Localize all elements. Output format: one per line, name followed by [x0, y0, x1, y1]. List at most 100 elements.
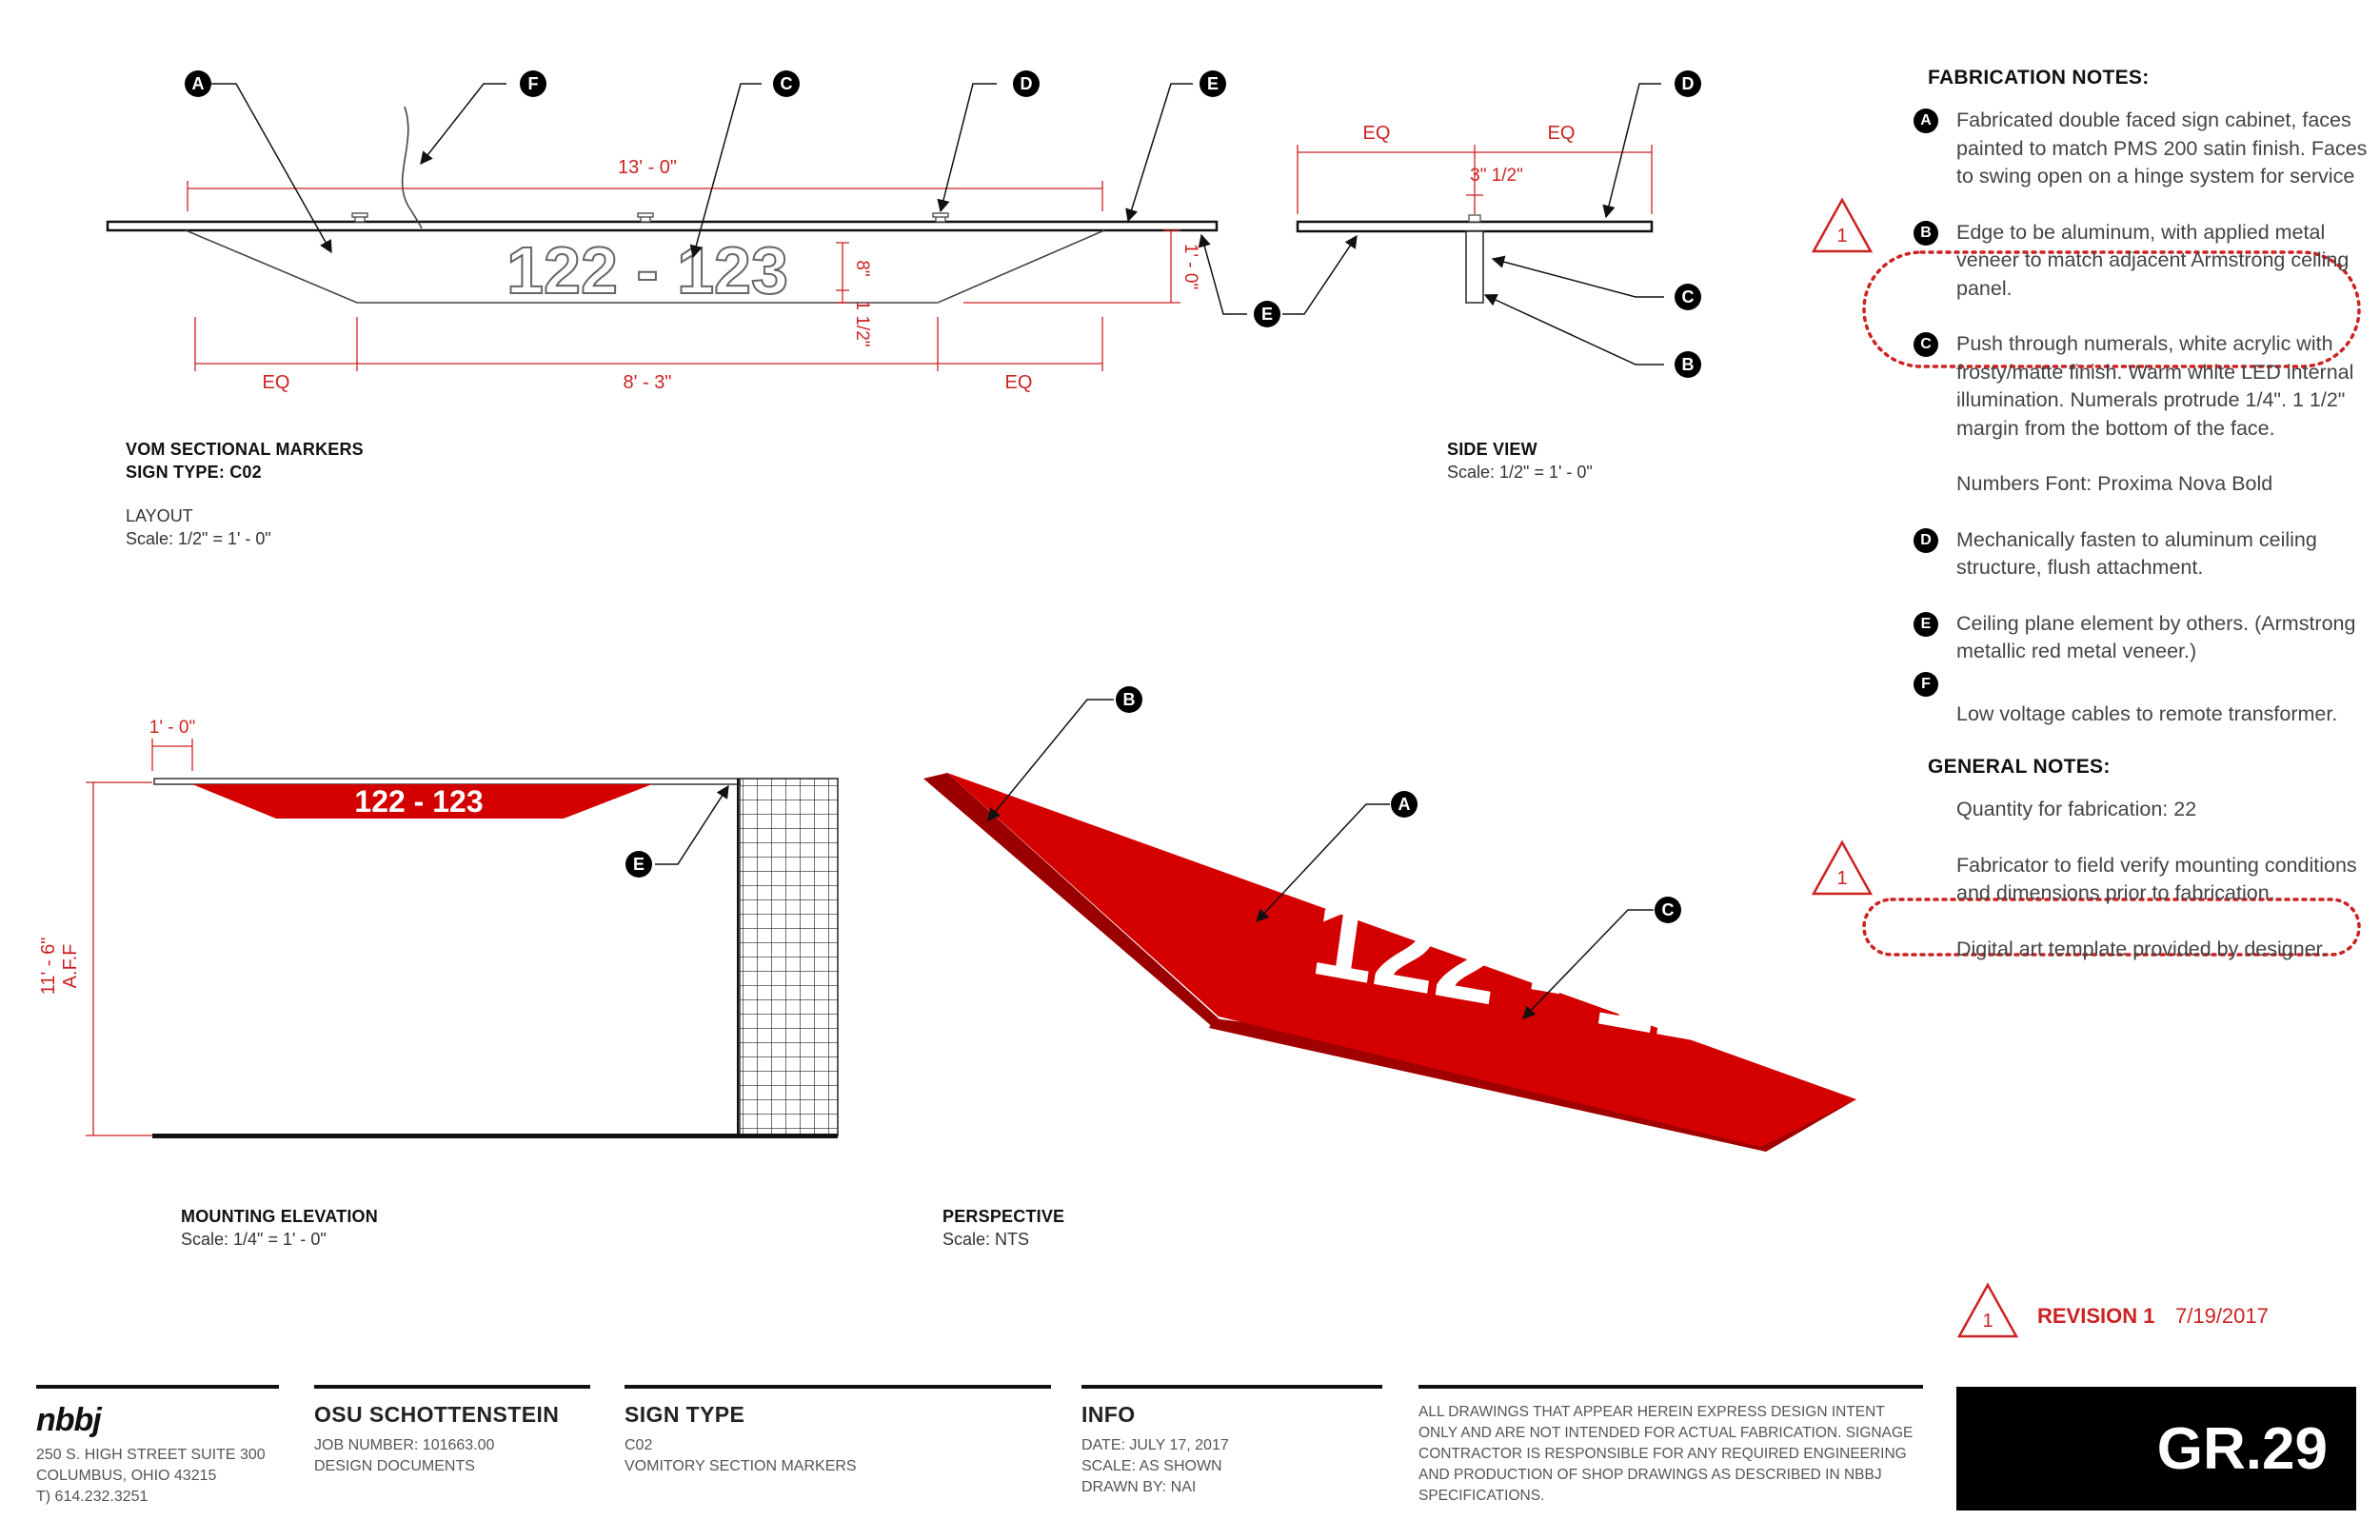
sign-type-title: SIGN TYPE — [625, 1402, 745, 1427]
disclaimer-3: CONTRACTOR IS RESPONSIBLE FOR ANY REQUIR… — [1418, 1446, 1907, 1462]
firm-address-1: 250 S. HIGH STREET SUITE 300 — [36, 1447, 266, 1463]
side-view-title: SIDE VIEW — [1447, 440, 1537, 459]
note-b-bubble: B — [1914, 220, 1938, 246]
layout-label: LAYOUT — [126, 506, 193, 525]
svg-text:B: B — [1682, 355, 1695, 374]
layout-fasteners — [351, 212, 949, 223]
svg-text:D: D — [1021, 74, 1033, 93]
note-font: Numbers Font: Proxima Nova Bold — [1956, 472, 2273, 495]
persp-sign-face — [947, 773, 1856, 1147]
perspective: 122 - 123 — [923, 699, 1856, 1152]
dim-eq-right: EQ — [1005, 372, 1033, 393]
layout-sign-outline — [185, 229, 1105, 304]
dim-height: 1' - 0" — [1180, 244, 1200, 289]
layout-cable — [401, 106, 423, 229]
svg-text:1: 1 — [1836, 868, 1847, 889]
delta-fab — [1811, 197, 1874, 253]
svg-text:1: 1 — [1982, 1311, 1993, 1332]
revision-marks: 1 1 1 — [1811, 197, 2361, 1338]
dim-eq-left: EQ — [263, 372, 290, 393]
side-eq-left: EQ — [1363, 123, 1391, 144]
persp-sign-edge — [923, 773, 1219, 1028]
svg-text:A: A — [1398, 795, 1411, 814]
revision-cloud-qty — [1862, 898, 2361, 957]
disclaimer-4: AND PRODUCTION OF SHOP DRAWINGS AS DESCR… — [1418, 1467, 1882, 1483]
side-dims — [1297, 145, 1653, 214]
elev-dims — [86, 739, 193, 1136]
dim-overall-label: 13' - 0" — [618, 157, 677, 178]
layout-numerals: 122 - 123 — [506, 233, 788, 307]
svg-text:1: 1 — [1836, 226, 1847, 247]
elev-dim-height: 11' - 6" — [38, 938, 59, 996]
callout-b-side: B — [1675, 351, 1701, 378]
fabrication-notes-heading: FABRICATION NOTES: — [1928, 67, 2150, 89]
footer-info: INFO DATE: JULY 17, 2017 SCALE: AS SHOWN… — [1081, 1385, 1382, 1498]
disclaimer-1: ALL DRAWINGS THAT APPEAR HEREIN EXPRESS … — [1418, 1404, 1885, 1420]
elevation-title: MOUNTING ELEVATION — [181, 1207, 378, 1226]
footer-sign-type: SIGN TYPE C02 VOMITORY SECTION MARKERS — [625, 1385, 1051, 1477]
layout-view: 122 - 123 13' - 0" EQ 8' - 3" EQ — [106, 83, 1247, 393]
dim-bottom-chain — [194, 317, 1103, 371]
svg-text:A: A — [192, 74, 205, 93]
svg-text:E: E — [1261, 305, 1273, 324]
general-note-template: Digital art template provided by designe… — [1956, 937, 2328, 960]
layout-scale: Scale: 1/2" = 1' - 0" — [126, 529, 271, 548]
svg-text:E: E — [633, 855, 645, 874]
mounting-elevation: 122 - 123 1' - 0" 11' - 6" A.F.F — [38, 718, 839, 1138]
firm-phone: T) 614.232.3251 — [36, 1489, 149, 1505]
dim-numeral-height: 8" — [852, 260, 872, 276]
revision-date: 7/19/2017 — [2175, 1304, 2269, 1328]
svg-text:D: D — [1682, 74, 1695, 93]
svg-text:F: F — [528, 74, 539, 93]
callout-e-mid: E — [1254, 301, 1280, 327]
side-eq-right: EQ — [1548, 123, 1576, 144]
sign-type-code: C02 — [625, 1437, 653, 1453]
sheet-number-box: GR.29 — [1956, 1387, 2356, 1510]
dim-vertical — [836, 229, 1180, 304]
delta-general — [1811, 839, 1874, 896]
dim-center-label: 8' - 3" — [624, 372, 672, 393]
info-title: INFO — [1081, 1402, 1136, 1427]
svg-text:C: C — [781, 74, 793, 93]
callout-c-side: C — [1675, 284, 1701, 310]
revision-label: REVISION 1 — [2037, 1304, 2155, 1328]
svg-text:E: E — [1207, 74, 1219, 93]
elev-dim-aff: A.F.F — [60, 944, 81, 989]
elev-sign — [192, 784, 652, 819]
note-e-bubble: E — [1914, 611, 1938, 637]
note-a-bubble: A — [1914, 109, 1938, 133]
callout-c-persp: C — [1655, 897, 1681, 923]
svg-text:C: C — [1682, 287, 1695, 306]
side-cabinet — [1465, 230, 1484, 304]
elev-dim-top: 1' - 0" — [149, 718, 195, 738]
callout-b-persp: B — [1116, 686, 1142, 713]
note-f-bubble: F — [1914, 671, 1938, 697]
elev-numerals: 122 - 123 — [354, 784, 483, 819]
note-c-bubble: C — [1914, 332, 1938, 357]
side-leaders — [1282, 83, 1664, 365]
persp-leaders — [987, 699, 1654, 1019]
layout-leaders — [211, 83, 1247, 315]
side-depth: 3" 1/2" — [1470, 166, 1523, 186]
sheet-number: GR.29 — [2156, 1416, 2328, 1482]
dim-margin: 1 1/2" — [852, 300, 872, 346]
callout-d-layout: D — [1013, 70, 1040, 97]
disclaimer-2: ONLY AND ARE NOT INTENDED FOR ACTUAL FAB… — [1418, 1425, 1914, 1441]
elev-floor — [152, 1134, 838, 1138]
svg-text:B: B — [1123, 690, 1136, 709]
general-note-qty: Quantity for fabrication: 22 — [1956, 798, 2197, 820]
layout-sign-type: SIGN TYPE: C02 — [126, 463, 262, 482]
callout-a-persp: A — [1391, 791, 1418, 818]
info-scale: SCALE: AS SHOWN — [1081, 1458, 1222, 1474]
callout-d-side: D — [1675, 70, 1701, 97]
info-date: DATE: JULY 17, 2017 — [1081, 1437, 1229, 1453]
general-notes-heading: GENERAL NOTES: — [1928, 756, 2111, 778]
callout-a-layout: A — [185, 70, 211, 97]
elevation-scale: Scale: 1/4" = 1' - 0" — [181, 1230, 327, 1249]
callout-c-layout: C — [773, 70, 800, 97]
general-note-verify: Fabricator to field verify mounting cond… — [1956, 853, 2357, 905]
